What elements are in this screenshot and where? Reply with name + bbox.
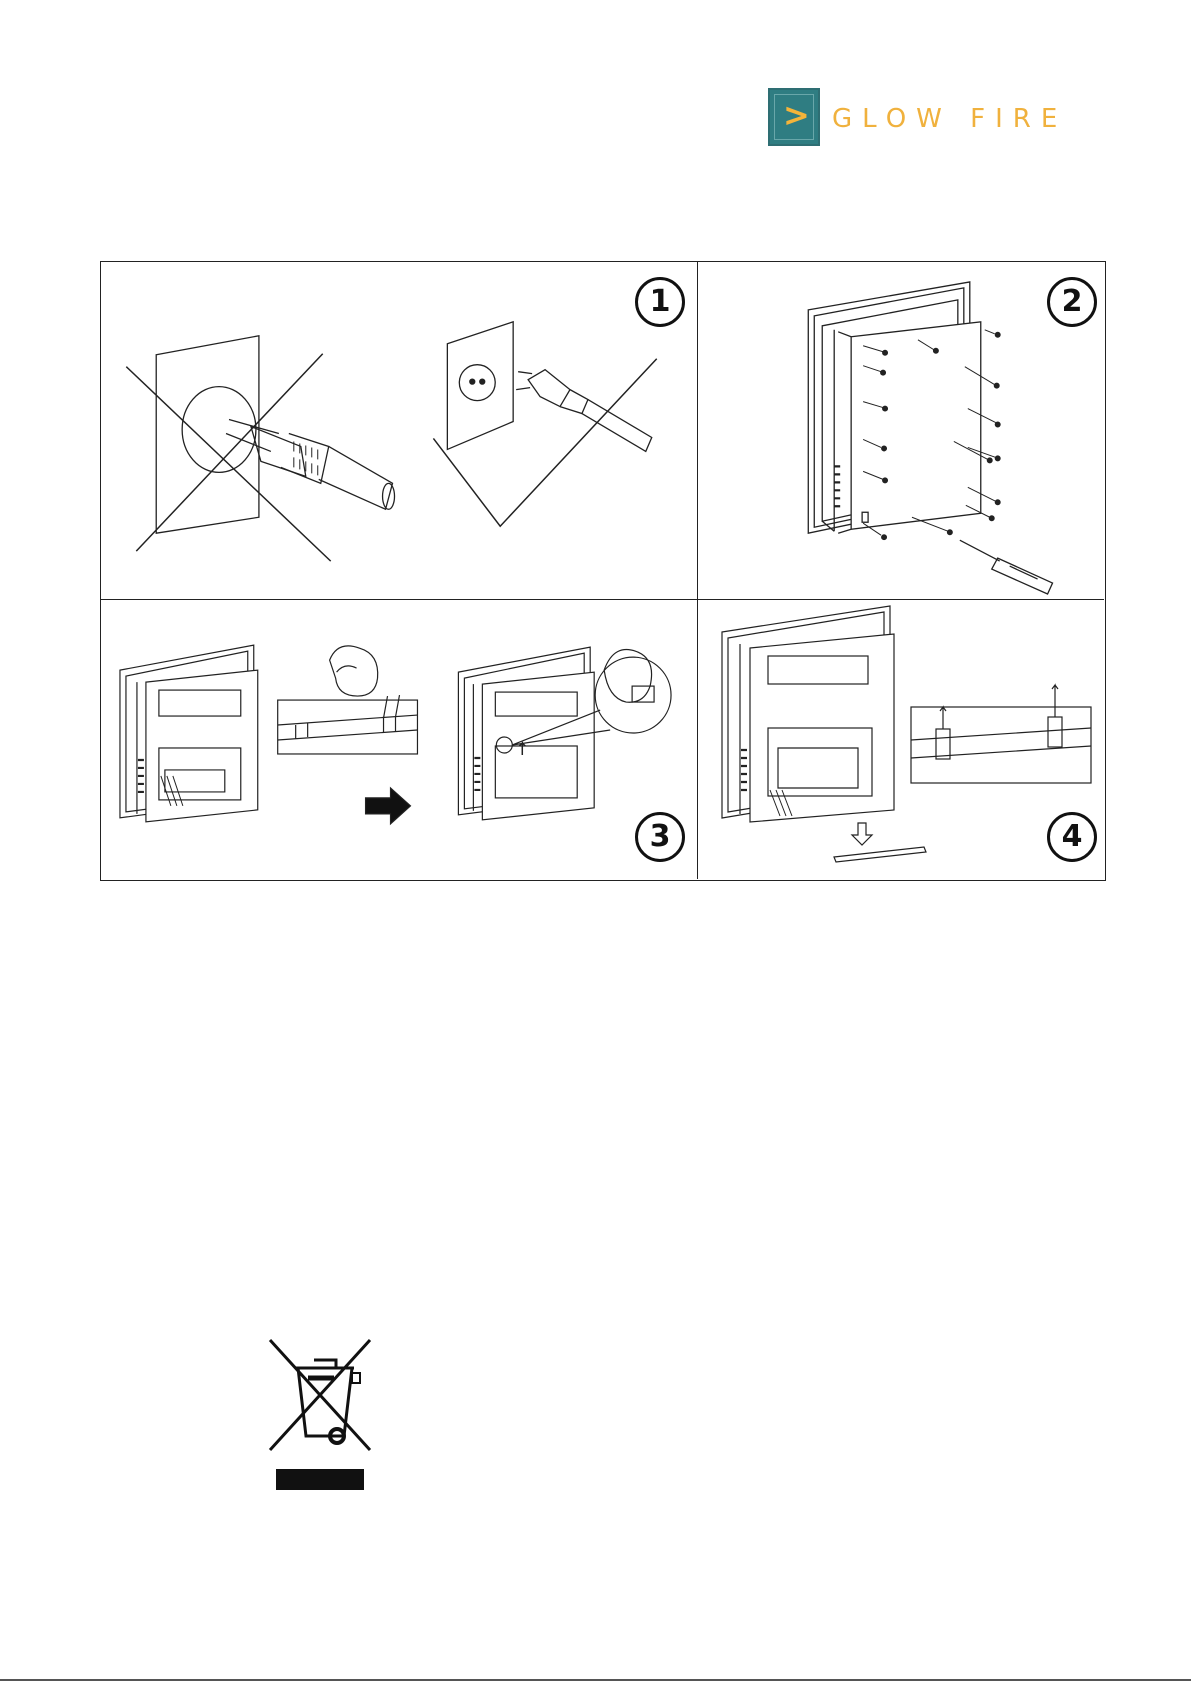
step-1-panel: 1 xyxy=(101,262,698,600)
step-3-panel: 3 xyxy=(101,600,698,879)
step-2-number: 2 xyxy=(1047,277,1097,327)
back-panel-illustration xyxy=(698,262,1104,599)
remove-bracket-illustration xyxy=(698,600,1104,879)
footer-rule xyxy=(0,1679,1191,1681)
release-screws-illustration xyxy=(101,600,697,879)
unplug-illustration xyxy=(101,262,697,599)
crossed-out-wheelie-bin-icon xyxy=(266,1338,374,1494)
logo-brand-text: GLOW FIRE xyxy=(832,104,1067,134)
glow-fire-logo: > GLOW FIRE xyxy=(768,88,1028,152)
instruction-grid: 1 xyxy=(100,261,1106,881)
step-4-panel: 4 xyxy=(698,600,1104,879)
step-3-number: 3 xyxy=(635,812,685,862)
step-2-panel: 2 xyxy=(698,262,1104,600)
step-1-number: 1 xyxy=(635,277,685,327)
logo-mark: > xyxy=(768,88,820,146)
logo-chevron: > xyxy=(783,96,810,134)
step-4-number: 4 xyxy=(1047,812,1097,862)
